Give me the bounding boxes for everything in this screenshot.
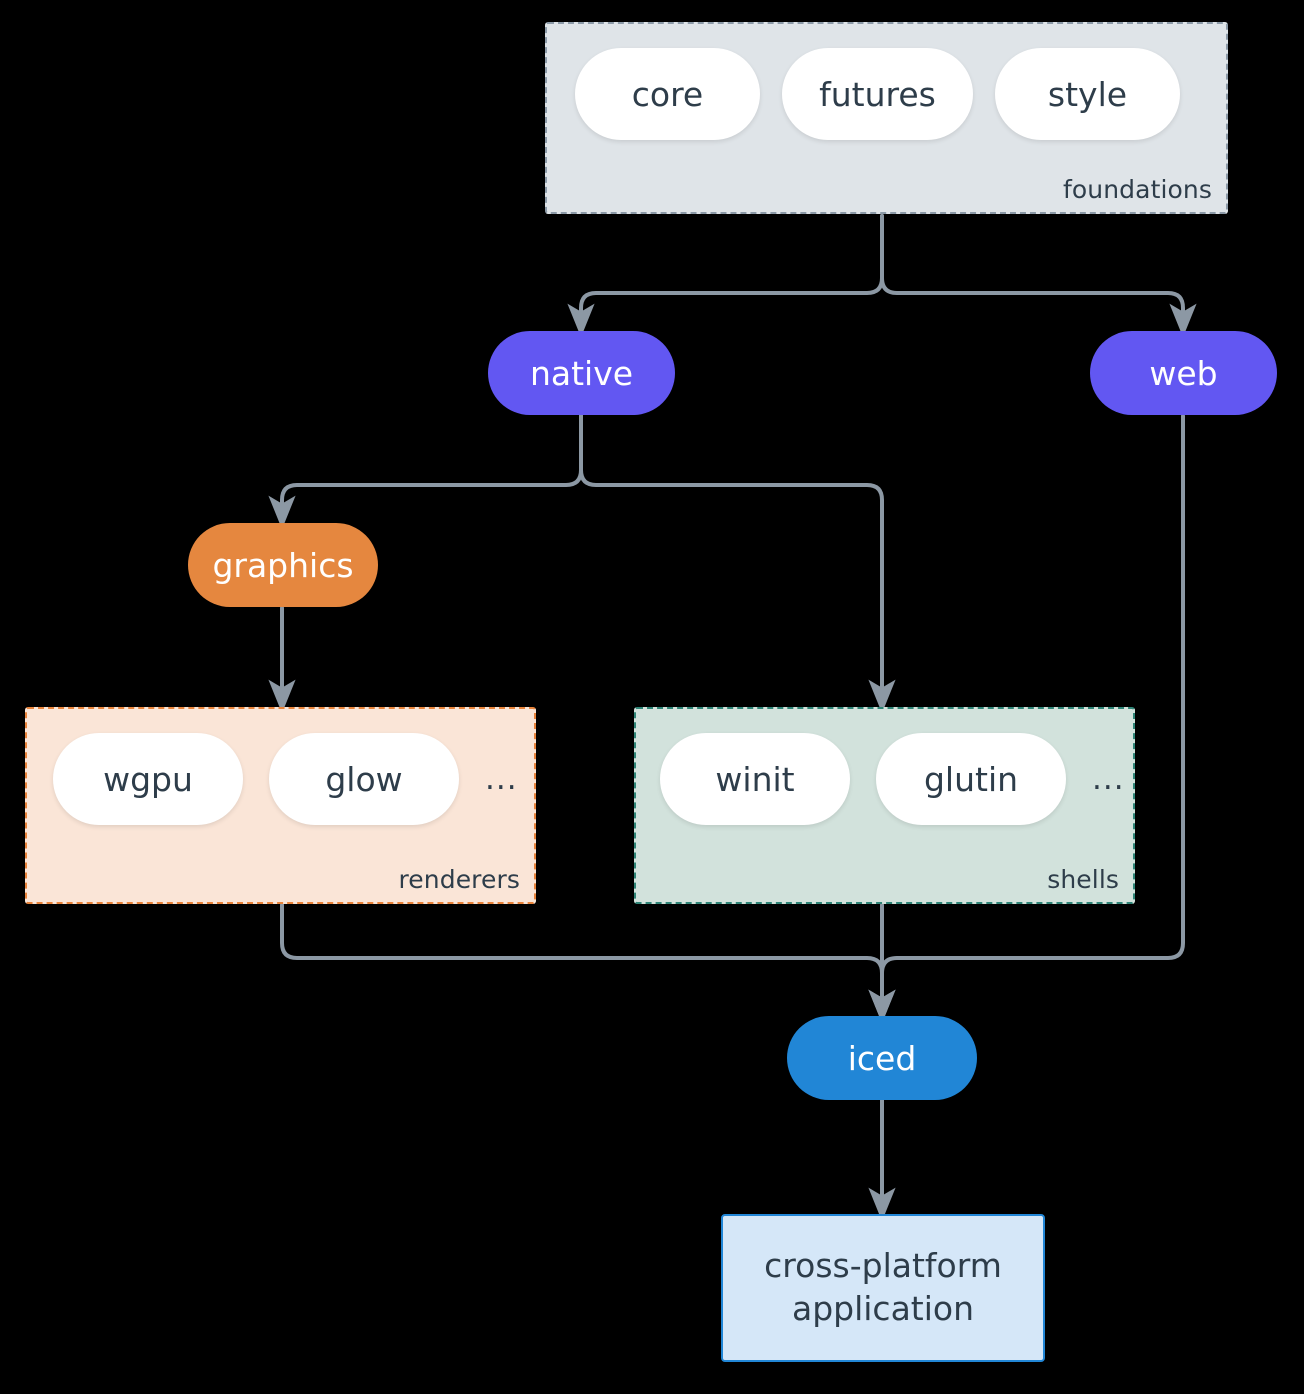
renderers-ellipsis: ... xyxy=(485,761,518,797)
group-foundations-label: foundations xyxy=(1063,175,1212,204)
pill-glow-label: glow xyxy=(325,759,403,799)
foundations-pill-list: core futures style xyxy=(575,48,1180,140)
group-foundations: core futures style foundations xyxy=(545,22,1228,214)
pill-winit-label: winit xyxy=(715,759,795,799)
pill-glutin-label: glutin xyxy=(923,759,1019,799)
application-label-line2: application xyxy=(791,1289,975,1328)
shells-ellipsis: ... xyxy=(1092,761,1125,797)
node-web-label: web xyxy=(1149,353,1218,393)
pill-wgpu-label: wgpu xyxy=(103,759,193,799)
group-shells: winit glutin ... shells xyxy=(634,707,1135,904)
group-shells-label: shells xyxy=(1047,865,1119,894)
edge-foundations-web xyxy=(880,214,1197,338)
pill-style-label: style xyxy=(1047,74,1128,114)
pill-glutin[interactable]: glutin xyxy=(876,733,1066,825)
node-native[interactable]: native xyxy=(488,331,675,415)
pill-futures-label: futures xyxy=(819,74,936,114)
pill-glow[interactable]: glow xyxy=(269,733,459,825)
edge-native-graphics xyxy=(268,414,583,530)
renderers-pill-list: wgpu glow ... xyxy=(53,733,518,825)
node-graphics[interactable]: graphics xyxy=(188,523,378,607)
node-iced[interactable]: iced xyxy=(787,1016,977,1100)
pill-wgpu[interactable]: wgpu xyxy=(53,733,243,825)
node-graphics-label: graphics xyxy=(212,545,354,585)
edge-renderers-iced xyxy=(280,903,896,1024)
group-renderers: wgpu glow ... renderers xyxy=(25,707,536,904)
node-native-label: native xyxy=(529,353,634,393)
node-web[interactable]: web xyxy=(1090,331,1277,415)
pill-winit[interactable]: winit xyxy=(660,733,850,825)
node-iced-label: iced xyxy=(847,1038,917,1078)
shells-pill-list: winit glutin ... xyxy=(660,733,1125,825)
pill-style[interactable]: style xyxy=(995,48,1180,140)
group-renderers-label: renderers xyxy=(398,865,520,894)
pill-futures[interactable]: futures xyxy=(782,48,973,140)
node-cross-platform-application[interactable]: cross-platform application xyxy=(721,1214,1045,1362)
edge-native-shells xyxy=(579,414,896,714)
edge-foundations-native xyxy=(567,214,884,338)
application-label-line1: cross-platform xyxy=(764,1246,1002,1286)
pill-core-label: core xyxy=(631,74,704,114)
pill-core[interactable]: core xyxy=(575,48,760,140)
